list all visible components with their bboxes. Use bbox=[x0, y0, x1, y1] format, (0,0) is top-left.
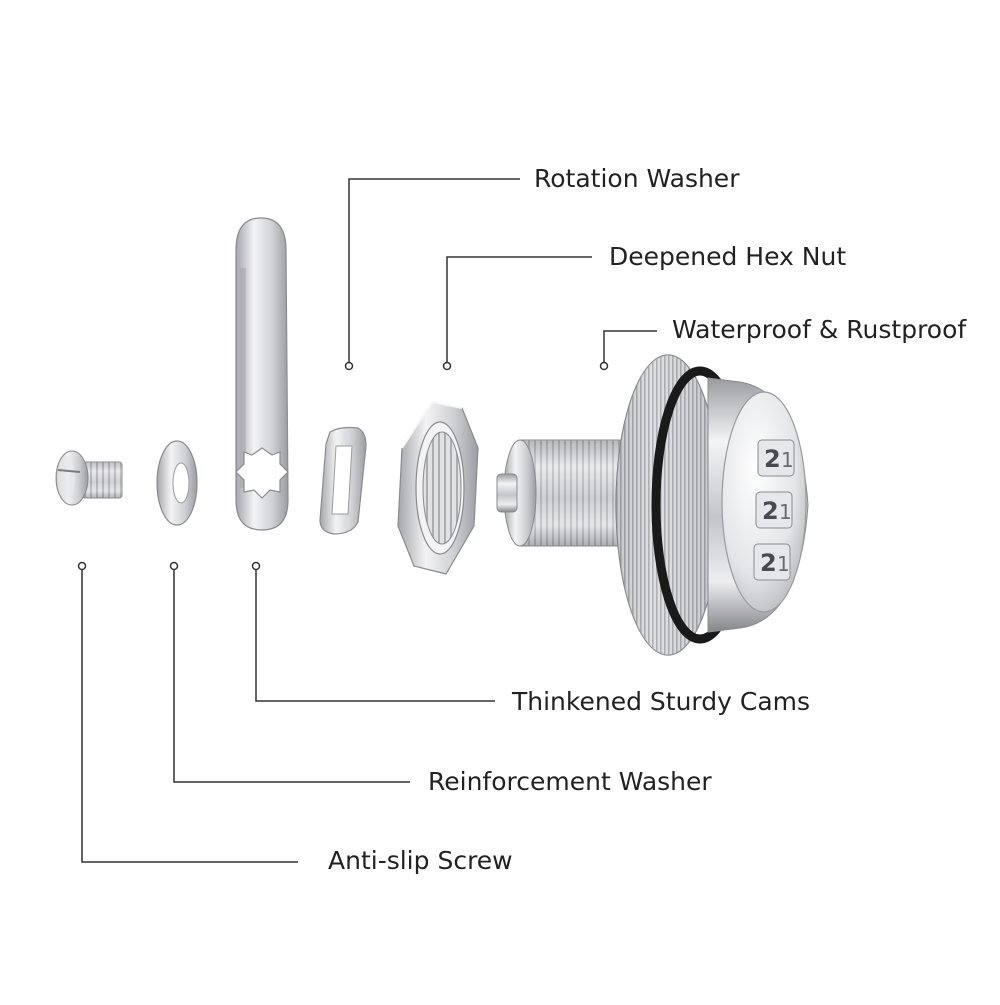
dial-3-digit-a: 2 bbox=[760, 549, 777, 577]
leader-dots bbox=[77, 361, 609, 571]
reinforcement-washer-part bbox=[156, 440, 198, 526]
leader-hex-nut bbox=[446, 256, 592, 363]
dial-3-digit-b: 1 bbox=[777, 552, 790, 576]
cam-part bbox=[235, 217, 289, 531]
leader-cams bbox=[255, 568, 495, 702]
label-deepened-hex-nut: Deepened Hex Nut bbox=[609, 242, 847, 271]
dot-waterproof bbox=[599, 361, 609, 371]
label-thickened-cams: Thinkened Sturdy Cams bbox=[512, 687, 811, 716]
dot-anti-slip-screw bbox=[77, 561, 87, 571]
dial-row-1: 2 1 bbox=[757, 439, 795, 477]
dial-row-3: 2 1 bbox=[753, 543, 791, 581]
label-rotation-washer: Rotation Washer bbox=[534, 164, 740, 193]
dial-2-digit-b: 1 bbox=[779, 500, 792, 524]
dial-1-digit-b: 1 bbox=[781, 448, 794, 472]
combination-dials: 2 1 2 1 2 1 bbox=[753, 439, 795, 581]
hex-nut-part bbox=[397, 400, 479, 575]
dot-rotation-washer bbox=[344, 361, 354, 371]
anti-slip-screw-part bbox=[55, 450, 123, 506]
leader-anti-slip-screw bbox=[81, 568, 298, 863]
dial-2-digit-a: 2 bbox=[762, 497, 779, 525]
dot-hex-nut bbox=[442, 361, 452, 371]
dial-row-2: 2 1 bbox=[755, 491, 793, 529]
leader-reinforcement-washer bbox=[173, 568, 410, 783]
dot-reinforcement-washer bbox=[169, 561, 179, 571]
leader-lines bbox=[81, 178, 657, 863]
dial-1-digit-a: 2 bbox=[764, 445, 781, 473]
dot-cams bbox=[251, 561, 261, 571]
label-anti-slip-screw: Anti-slip Screw bbox=[328, 846, 513, 875]
label-reinforcement-washer: Reinforcement Washer bbox=[428, 767, 712, 796]
leader-rotation-washer bbox=[348, 178, 520, 363]
label-waterproof-rustproof: Waterproof & Rustproof bbox=[672, 315, 967, 344]
rotation-washer-part bbox=[319, 426, 367, 535]
leader-waterproof bbox=[603, 330, 657, 363]
knurled-flange-part bbox=[615, 354, 721, 656]
